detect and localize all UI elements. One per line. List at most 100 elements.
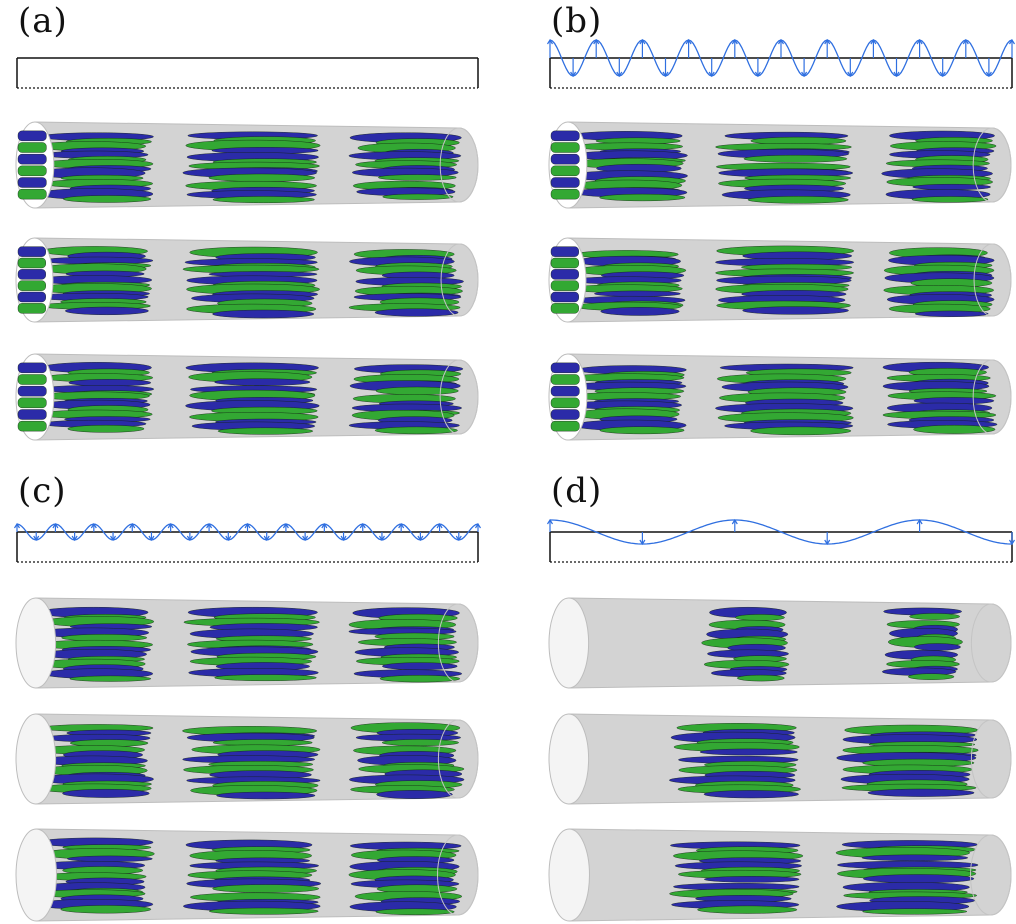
- forcing-arrowhead: [225, 535, 232, 542]
- pipe-a-3: [15, 353, 479, 441]
- streak: [62, 789, 150, 798]
- pipe-end-cap: [970, 603, 1012, 683]
- forcing-arrowhead: [962, 38, 969, 45]
- streak-cross-section: [17, 130, 47, 142]
- pipe-d-1: [548, 597, 1012, 689]
- forcing-arrowhead: [824, 539, 831, 546]
- streak: [375, 908, 455, 915]
- forcing-arrowhead: [546, 518, 554, 525]
- streak: [861, 854, 969, 861]
- forcing-arrowhead: [13, 522, 21, 529]
- streak-cross-section: [550, 153, 580, 165]
- forcing-diagram-c: [13, 522, 482, 563]
- streak: [212, 884, 320, 893]
- panel-label-b: (b): [551, 1, 603, 41]
- pipe-end-cap: [973, 243, 1012, 317]
- streak: [704, 876, 800, 883]
- pipe-end-cap: [972, 359, 1012, 435]
- streak: [68, 379, 152, 387]
- streak: [67, 424, 145, 433]
- pipe-c-3: [15, 828, 479, 922]
- forcing-arrowhead: [206, 522, 213, 529]
- streak-cross-section: [550, 409, 580, 420]
- forcing-arrowhead: [546, 38, 554, 45]
- forcing-arrowhead: [398, 522, 405, 529]
- pipe-opening: [548, 597, 590, 689]
- streak: [735, 614, 785, 621]
- streak: [60, 905, 152, 914]
- streak: [217, 427, 314, 435]
- forcing-arrowhead: [148, 535, 155, 542]
- pipe-end-cap: [440, 243, 479, 317]
- streak-cross-section: [550, 269, 579, 280]
- forcing-arrowhead: [847, 71, 854, 78]
- forcing-arrowhead: [417, 535, 424, 542]
- forcing-arrowhead: [916, 518, 923, 525]
- streak-cross-section: [17, 420, 47, 432]
- pipe-end-cap: [439, 359, 479, 435]
- forcing-diagram-b: [546, 38, 1016, 89]
- pipe-b-1: [548, 121, 1012, 209]
- streak-cross-section: [550, 177, 580, 188]
- forcing-arrowhead: [52, 522, 59, 529]
- streak: [909, 613, 960, 620]
- forcing-arrowhead: [801, 71, 808, 78]
- streak: [703, 790, 799, 799]
- forcing-arrowhead: [436, 522, 443, 529]
- streak: [212, 196, 315, 204]
- pipe-end-cap: [972, 127, 1012, 203]
- streak-cross-section: [550, 246, 579, 257]
- streak-cross-section: [17, 291, 46, 303]
- forcing-arrowhead: [616, 71, 623, 78]
- forcing-arrowhead: [916, 38, 923, 45]
- pipe-c-2: [15, 713, 479, 805]
- streak: [914, 310, 989, 317]
- streak: [382, 193, 454, 200]
- forcing-arrowhead: [186, 535, 193, 542]
- pipe-opening: [548, 713, 590, 805]
- forcing-arrowhead: [639, 38, 646, 45]
- forcing-arrowhead: [263, 535, 270, 542]
- streak: [374, 426, 458, 435]
- streak: [594, 290, 681, 297]
- pipe-c-1: [15, 597, 479, 689]
- streak: [600, 307, 680, 316]
- forcing-arrowhead: [754, 71, 761, 78]
- streak: [750, 426, 852, 436]
- streak-cross-section: [17, 246, 46, 257]
- pipe-end-cap: [437, 834, 479, 916]
- forcing-arrowhead: [474, 522, 482, 529]
- forcing-arrowhead: [731, 38, 738, 45]
- forcing-arrowhead: [939, 71, 946, 78]
- forcing-diagram-d: [546, 518, 1016, 563]
- streak-cross-section: [17, 280, 46, 291]
- forcing-arrowhead: [708, 71, 715, 78]
- streak-cross-section: [17, 362, 47, 374]
- forcing-arrowhead: [244, 522, 251, 529]
- forcing-arrowhead: [302, 535, 309, 542]
- streak-cross-section: [550, 257, 579, 269]
- forcing-arrowhead: [870, 38, 877, 45]
- streak: [67, 855, 153, 862]
- streak: [216, 791, 316, 800]
- streak: [907, 673, 955, 680]
- streak: [742, 306, 849, 315]
- streak: [382, 662, 458, 671]
- streak: [63, 195, 152, 203]
- streak: [376, 790, 453, 799]
- streak: [697, 905, 798, 914]
- streak-cross-section: [550, 303, 579, 314]
- streak-cross-section: [17, 142, 47, 153]
- streak-cross-section: [550, 291, 579, 303]
- forcing-arrowhead: [110, 535, 117, 542]
- forcing-arrowhead: [167, 522, 174, 529]
- pipe-opening: [15, 828, 57, 922]
- pipe-end-cap: [439, 127, 479, 203]
- streak: [599, 426, 685, 435]
- forcing-diagram-a: [16, 57, 479, 89]
- pipe-d-2: [548, 713, 1012, 805]
- streak: [911, 196, 989, 203]
- forcing-arrowhead: [33, 535, 40, 542]
- pipe-d-3: [548, 828, 1012, 922]
- streak-cross-section: [17, 409, 47, 420]
